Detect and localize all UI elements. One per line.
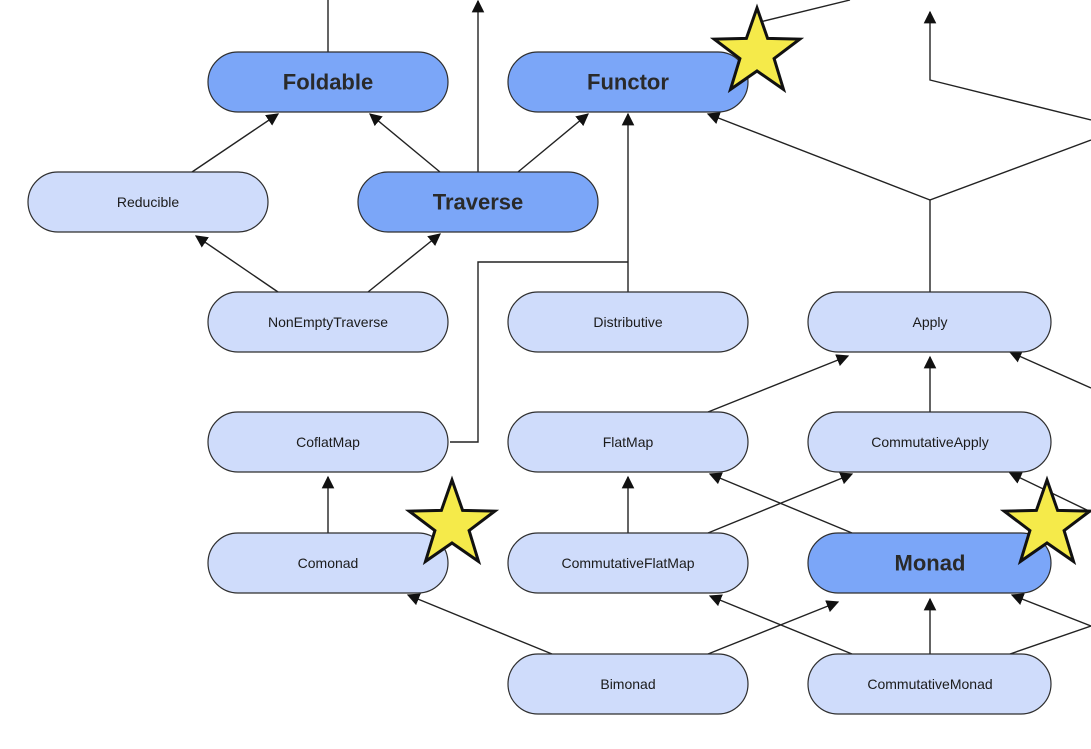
node-coflat-map: CoflatMap: [207, 411, 449, 473]
node-functor: Functor: [507, 51, 749, 113]
stars: [404, 3, 1091, 566]
edge-reducible-foldable: [191, 113, 280, 173]
node-commutative-apply: CommutativeApply: [807, 411, 1052, 473]
node-flat-map: FlatMap: [507, 411, 749, 473]
node-flat-map-label: FlatMap: [603, 434, 654, 450]
node-apply: Apply: [807, 291, 1052, 353]
node-apply-label: Apply: [912, 314, 947, 330]
nodes: Foldable Functor Reducible Traverse NonE…: [27, 51, 1052, 715]
edge-nonemptytraverse-reducible: [194, 235, 279, 293]
node-reducible-label: Reducible: [117, 194, 179, 210]
node-functor-label: Functor: [587, 70, 669, 95]
node-commutative-flat-map-label: CommutativeFlatMap: [561, 555, 694, 571]
star-icon-monad: [999, 475, 1091, 566]
node-foldable: Foldable: [207, 51, 449, 113]
star-icon-functor: [709, 3, 805, 94]
edge-flatmap-apply: [707, 354, 850, 413]
edge-traverse-foldable: [369, 113, 441, 173]
edge-offscreen-apply: [1008, 350, 1091, 389]
edge-commutativemonad-offscreen: [1009, 625, 1091, 655]
edge-offscreen-monad: [1010, 593, 1091, 627]
node-comonad: Comonad: [207, 532, 449, 594]
node-non-empty-traverse-label: NonEmptyTraverse: [268, 314, 388, 330]
node-traverse: Traverse: [357, 171, 599, 233]
node-bimonad-label: Bimonad: [600, 676, 655, 692]
node-distributive-label: Distributive: [593, 314, 662, 330]
star-icon-comonad: [404, 475, 500, 566]
edge-apply-functor: [929, 139, 1091, 292]
node-coflat-map-label: CoflatMap: [296, 434, 360, 450]
node-commutative-apply-label: CommutativeApply: [871, 434, 989, 450]
edge-commutativemonad-commutativeflatmap: [708, 594, 853, 655]
node-monad-label: Monad: [895, 551, 966, 576]
node-commutative-flat-map: CommutativeFlatMap: [507, 532, 749, 594]
node-traverse-label: Traverse: [433, 190, 524, 215]
node-distributive: Distributive: [507, 291, 749, 353]
edge-offscreen-right-up: [923, 10, 1091, 121]
node-foldable-label: Foldable: [283, 70, 373, 95]
node-bimonad: Bimonad: [507, 653, 749, 715]
edge-coflatmap-functor: [450, 261, 628, 443]
edge-apply-functor-branch: [706, 112, 931, 201]
node-comonad-label: Comonad: [298, 555, 359, 571]
edge-bimonad-monad: [707, 600, 840, 655]
edge-monad-flatmap: [708, 472, 853, 534]
node-non-empty-traverse: NonEmptyTraverse: [207, 291, 449, 353]
node-monad: Monad: [807, 532, 1052, 594]
node-commutative-monad: CommutativeMonad: [807, 653, 1052, 715]
edge-nonemptytraverse-traverse: [367, 233, 441, 293]
edge-bimonad-comonad: [406, 593, 553, 655]
node-commutative-monad-label: CommutativeMonad: [867, 676, 992, 692]
edge-functor-offscreen: [759, 0, 851, 23]
edge-traverse-functor: [517, 113, 589, 173]
edges: [191, 0, 1091, 655]
node-reducible: Reducible: [27, 171, 269, 233]
